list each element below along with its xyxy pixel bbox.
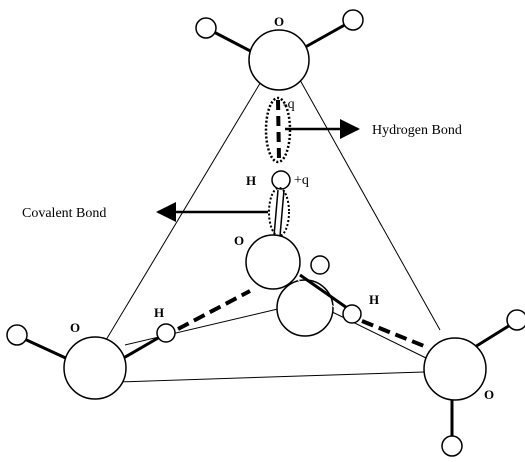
negative-charge-label: -q [283,97,295,112]
covalent-bond-annotation: Covalent Bond [22,202,268,222]
covalent-bond-link [268,187,290,237]
right-oxygen-atom [423,337,487,401]
top-left-hydrogen-atom [195,17,217,39]
positive-charge-label: +q [294,173,309,188]
top-oxygen-atom [248,29,310,91]
right-oxygen-label: O [484,387,494,402]
central-water-molecule: O H [234,233,379,324]
right-lower-hydrogen-atom [441,435,463,457]
central-right-hydrogen-label: H [369,292,379,307]
covalent-bond-dotted-ellipse [268,187,290,237]
edge-left-right [117,371,425,383]
bridging-hydrogen-atom [271,170,291,190]
left-oxygen-label: O [70,320,80,335]
edge-left-back [124,307,283,346]
back-water-molecule [276,279,334,337]
central-oxygen-atom [245,234,301,290]
central-oxygen-label: O [234,233,244,248]
top-water-molecule: O [195,9,364,91]
edge-top-right [299,79,441,331]
right-upper-hydrogen-atom [506,309,525,331]
central-upper-hydrogen-atom [310,255,330,275]
edge-back-right [317,304,427,359]
left-outer-hydrogen-atom [6,324,28,346]
left-hydrogen-bond-dash [177,289,251,331]
top-right-hydrogen-atom [342,9,364,31]
right-water-molecule: O [423,309,525,457]
top-oxygen-label: O [274,14,284,29]
hydrogen-bond-label: Hydrogen Bond [372,123,462,138]
back-oxygen-atom [276,279,334,337]
covalent-bond-label: Covalent Bond [22,206,106,221]
right-hydrogen-bond-dash [361,319,425,348]
left-water-molecule: O H [6,305,176,400]
left-hydrogen-label: H [154,305,164,320]
left-oxygen-atom [63,336,127,400]
bridging-hydrogen-label: H [246,173,256,188]
left-bridging-hydrogen-atom [156,323,176,343]
central-right-hydrogen-atom [342,304,362,324]
hydrogen-bond-annotation: Hydrogen Bond [285,119,462,139]
hydrogen-bond-dash [276,99,281,161]
